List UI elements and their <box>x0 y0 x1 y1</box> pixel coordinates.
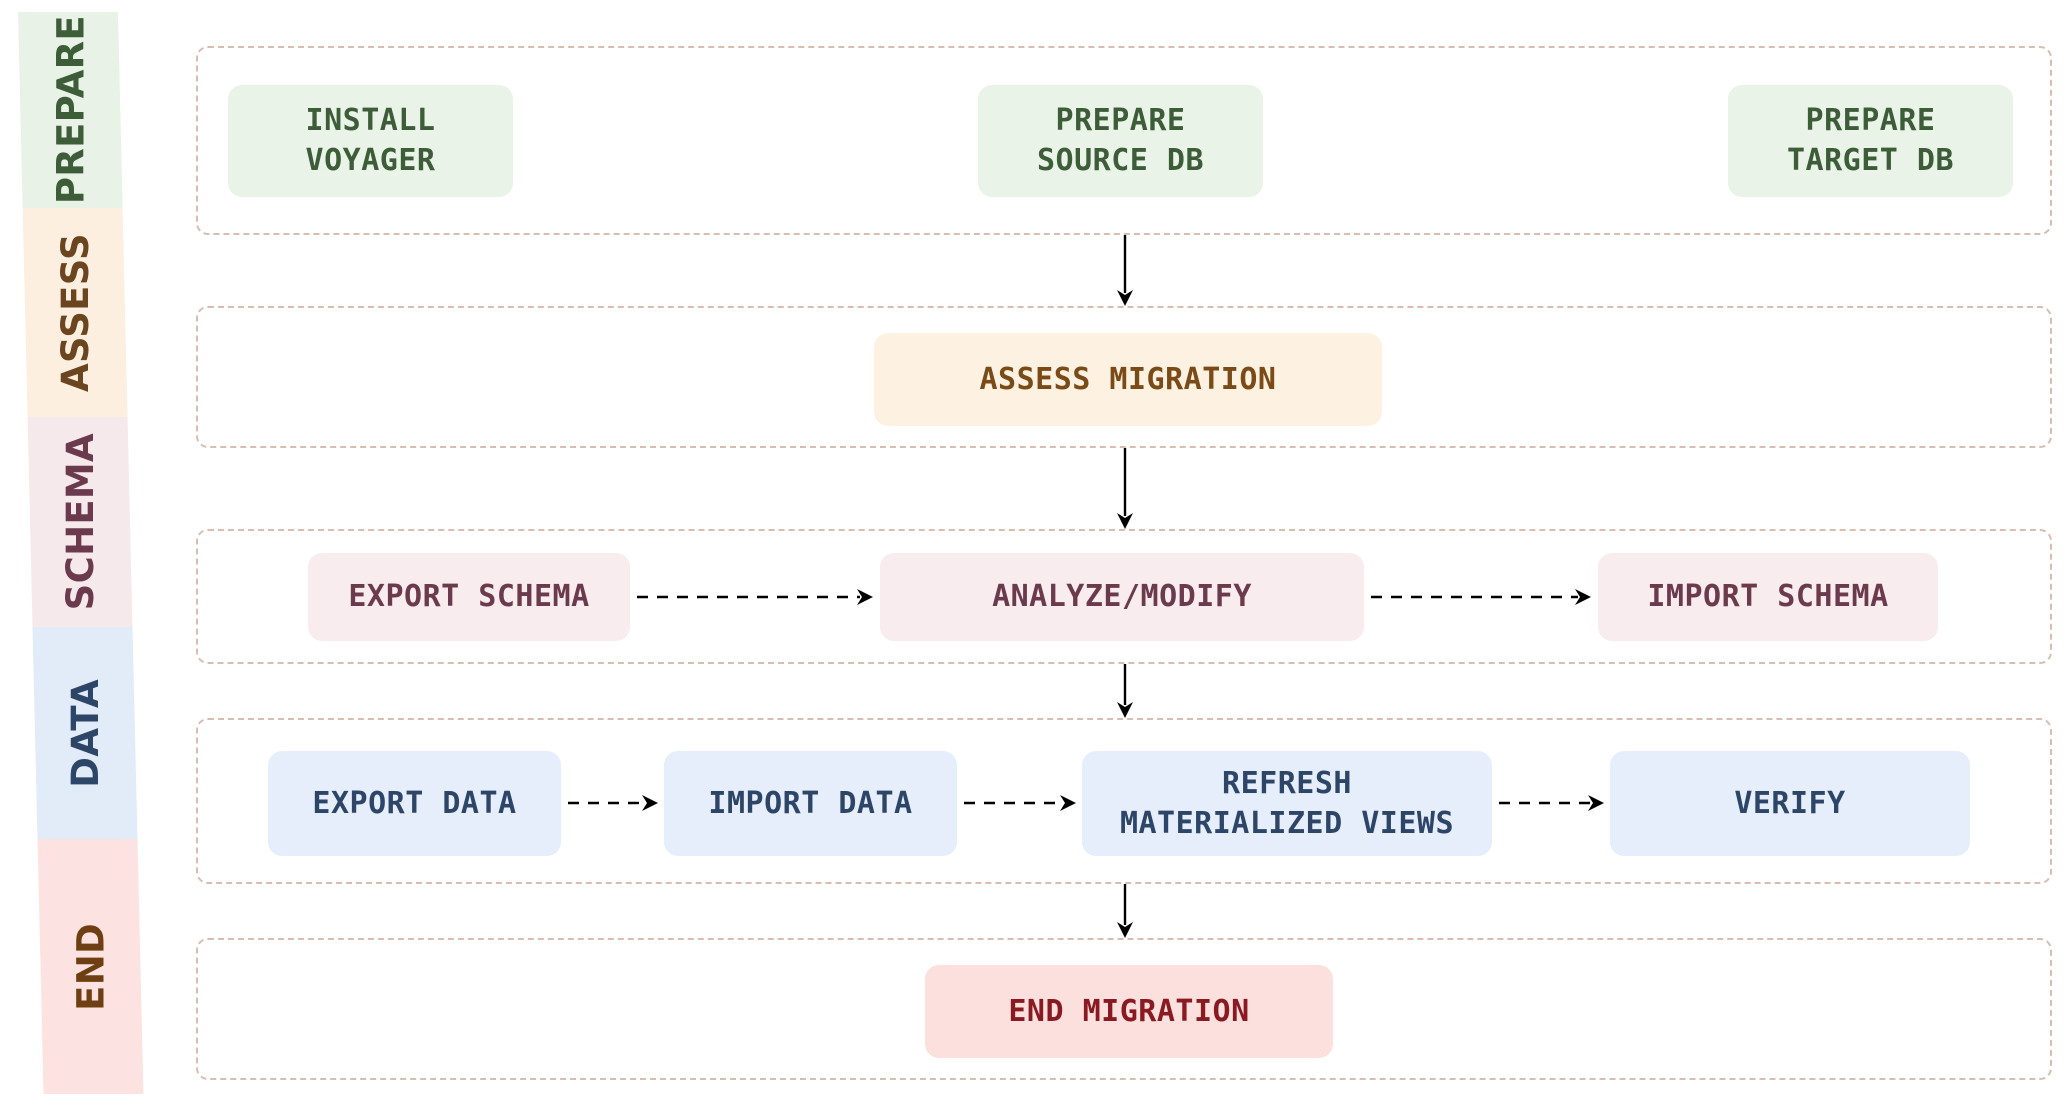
node-prepare-source-db[interactable]: PREPARE SOURCE DB <box>978 85 1263 197</box>
section-prepare-section: INSTALL VOYAGER PREPARE SOURCE DB PREPARE … <box>196 46 2052 235</box>
node-import-data[interactable]: IMPORT DATA <box>664 751 957 856</box>
phase-label-end: END <box>68 922 112 1011</box>
arrow-schema-to-data <box>1115 664 1135 718</box>
phase-band-prepare[interactable]: PREPARE <box>18 12 123 208</box>
node-install-voyager[interactable]: INSTALL VOYAGER <box>228 85 513 197</box>
phase-label-assess: ASSESS <box>53 233 97 392</box>
node-analyze-modify[interactable]: ANALYZE/MODIFY <box>880 553 1364 641</box>
node-prepare-target-db[interactable]: PREPARE TARGET DB <box>1728 85 2013 197</box>
arrow-export-to-import-data <box>568 793 658 813</box>
arrow-analyze-to-import <box>1371 587 1591 607</box>
phase-label-prepare: PREPARE <box>48 15 92 205</box>
phase-label-data: DATA <box>63 678 107 788</box>
phase-band-assess[interactable]: ASSESS <box>22 208 128 417</box>
node-import-schema[interactable]: IMPORT SCHEMA <box>1598 553 1938 641</box>
section-end-section: END MIGRATION <box>196 938 2052 1080</box>
phase-band-schema[interactable]: SCHEMA <box>27 417 133 627</box>
node-refresh-materialized-views[interactable]: REFRESH MATERIALIZED VIEWS <box>1082 751 1492 856</box>
phase-band-end[interactable]: END <box>37 839 144 1094</box>
node-assess-migration[interactable]: ASSESS MIGRATION <box>874 333 1382 426</box>
node-export-schema[interactable]: EXPORT SCHEMA <box>308 553 630 641</box>
phase-rail: PREPARE ASSESS SCHEMA DATA END <box>18 12 144 1094</box>
arrow-prepare-to-assess <box>1115 235 1135 306</box>
arrow-import-to-refresh <box>964 793 1076 813</box>
node-end-migration[interactable]: END MIGRATION <box>925 965 1333 1058</box>
section-data-section: EXPORT DATA IMPORT DATA REFRESH MATERIALIZ… <box>196 718 2052 884</box>
arrow-refresh-to-verify <box>1499 793 1604 813</box>
arrow-data-to-end <box>1115 884 1135 938</box>
section-assess-section: ASSESS MIGRATION <box>196 306 2052 448</box>
arrow-assess-to-schema <box>1115 448 1135 529</box>
section-schema-section: EXPORT SCHEMA ANALYZE/MODIFY IMPORT SCHEMA <box>196 529 2052 664</box>
node-verify[interactable]: VERIFY <box>1610 751 1970 856</box>
phase-label-schema: SCHEMA <box>58 433 102 611</box>
arrow-export-to-analyze <box>637 587 873 607</box>
node-export-data[interactable]: EXPORT DATA <box>268 751 561 856</box>
phase-band-data[interactable]: DATA <box>32 627 138 839</box>
